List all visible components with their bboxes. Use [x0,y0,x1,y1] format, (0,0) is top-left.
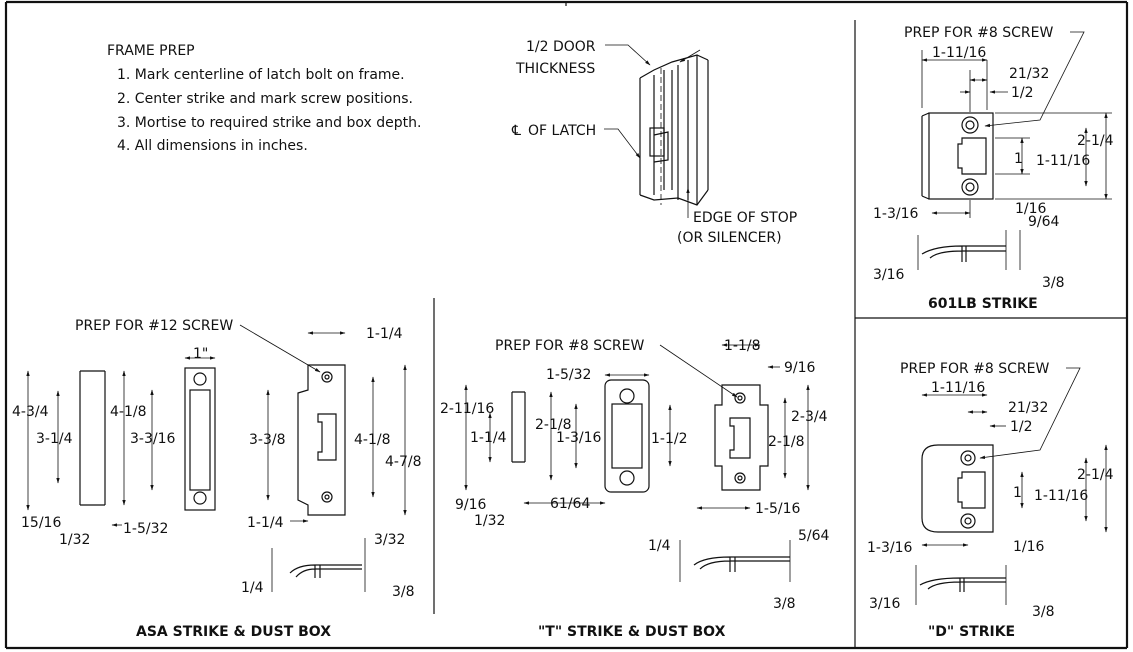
frame-prep-step-1: 1. Mark centerline of latch bolt on fram… [117,67,405,83]
sheet-frame [4,0,1129,650]
t-dim-2-1-8-box: 2-1/8 [535,417,572,433]
frame-prep-step-2: 2. Center strike and mark screw position… [117,91,413,107]
asa-dim-1-1-4-top: 1-1/4 [366,326,403,342]
door-thickness-label: 1/2 DOOR [526,39,596,55]
lb601-dim-1-11-16-side: 1-11/16 [1036,153,1090,169]
lb601-dim-21-32: 21/32 [1009,66,1049,82]
t-dim-5-64: 5/64 [798,528,830,544]
centerline-symbol: ℄ [511,123,521,139]
asa-dim-1-4: 1/4 [241,580,264,596]
asa-dim-3-1-4: 3-1/4 [36,431,73,447]
t-prep-label: PREP FOR #8 SCREW [495,338,644,354]
asa-dim-1-1-4-bot: 1-1/4 [247,515,284,531]
d-dim-3-8: 3/8 [1032,604,1055,620]
d-dim-1-11-16-side: 1-11/16 [1034,488,1088,504]
asa-dim-4-1-8-box: 4-1/8 [110,404,147,420]
lb601-dim-3-8: 3/8 [1042,275,1065,291]
lb601-prep-label: PREP FOR #8 SCREW [904,25,1053,41]
asa-dim-4-1-8: 4-1/8 [354,432,391,448]
lb601-caption: 601LB STRIKE [928,296,1038,312]
t-dim-1-3-16: 1-3/16 [556,430,601,446]
edge-of-stop-label: EDGE OF STOP [693,210,797,226]
t-dim-1-1-8: 1-1/8 [724,338,761,354]
t-dim-2-1-8: 2-1/8 [768,434,805,450]
d-dim-21-32: 21/32 [1008,400,1048,416]
t-dim-3-8: 3/8 [773,596,796,612]
lb601-dim-1-3-16: 1-3/16 [873,206,918,222]
t-dim-2-3-4: 2-3/4 [791,409,828,425]
door-thickness-label-2: THICKNESS [515,61,595,77]
t-dim-1-32: 1/32 [474,513,505,529]
lb601-dim-1-11-16-top: 1-11/16 [932,45,986,61]
frame-prep-notes: FRAME PREP 1. Mark centerline of latch b… [107,43,421,154]
t-dim-1-1-2: 1-1/2 [651,431,688,447]
centerline-latch-label: OF LATCH [528,123,596,139]
d-dim-3-16: 3/16 [869,596,901,612]
asa-dim-3-8: 3/8 [392,584,415,600]
d-dim-1-16: 1/16 [1013,539,1045,555]
asa-dim-1in: 1" [193,346,208,362]
asa-caption: ASA STRIKE & DUST BOX [136,624,331,640]
t-dim-1-5-16: 1-5/16 [755,501,800,517]
lb601-dim-1: 1 [1014,151,1023,167]
frame-prep-step-4: 4. All dimensions in inches. [117,138,308,154]
lb601-dim-9-64: 9/64 [1028,214,1060,230]
asa-dim-3-3-8: 3-3/8 [249,432,286,448]
asa-prep-label: PREP FOR #12 SCREW [75,318,233,334]
t-dim-2-11-16: 2-11/16 [440,401,494,417]
lb601-strike-drawing: PREP FOR #8 SCREW 1-11/16 21/32 1/2 2-1/… [873,25,1114,312]
asa-dim-15-16: 15/16 [21,515,61,531]
t-strike-drawing: PREP FOR #8 SCREW 1-5/32 2-11/16 1-1/4 2… [440,338,830,640]
edge-of-stop-label-2: (OR SILENCER) [677,230,782,246]
d-caption: "D" STRIKE [928,624,1015,640]
frame-prep-title: FRAME PREP [107,43,195,59]
d-dim-2-1-4: 2-1/4 [1077,467,1114,483]
lb601-dim-3-16: 3/16 [873,267,905,283]
asa-dim-3-3-16: 3-3/16 [130,431,175,447]
t-dim-9-16: 9/16 [784,360,816,376]
t-dim-61-64: 61/64 [550,496,590,512]
asa-dim-1-32: 1/32 [59,532,90,548]
d-dim-1-11-16-top: 1-11/16 [931,380,985,396]
asa-dim-3-32: 3/32 [374,532,405,548]
d-dim-1: 1 [1013,485,1022,501]
d-dim-1-2: 1/2 [1010,419,1033,435]
lb601-dim-2-1-4: 2-1/4 [1077,133,1114,149]
frame-prep-step-3: 3. Mortise to required strike and box de… [117,115,421,131]
d-prep-label: PREP FOR #8 SCREW [900,361,1049,377]
door-section-detail: 1/2 DOOR THICKNESS ℄ OF LATCH EDGE OF ST… [511,39,797,246]
d-strike-drawing: PREP FOR #8 SCREW 1-11/16 21/32 1/2 2-1/… [867,361,1114,640]
t-dim-1-5-32: 1-5/32 [546,367,591,383]
asa-dim-4-7-8: 4-7/8 [385,454,422,470]
t-dim-1-4: 1/4 [648,538,671,554]
t-caption: "T" STRIKE & DUST BOX [538,624,726,640]
t-dim-9-16-left: 9/16 [455,497,487,513]
asa-strike-drawing: PREP FOR #12 SCREW 1" 4-3/4 3-1/4 4-1/8 … [12,318,422,640]
lb601-dim-1-16: 1/16 [1015,201,1047,217]
lb601-dim-1-2: 1/2 [1011,85,1034,101]
asa-dim-1-5-32: 1-5/32 [123,521,168,537]
t-dim-1-1-4: 1-1/4 [470,430,507,446]
asa-dim-4-3-4: 4-3/4 [12,404,49,420]
d-dim-1-3-16: 1-3/16 [867,540,912,556]
